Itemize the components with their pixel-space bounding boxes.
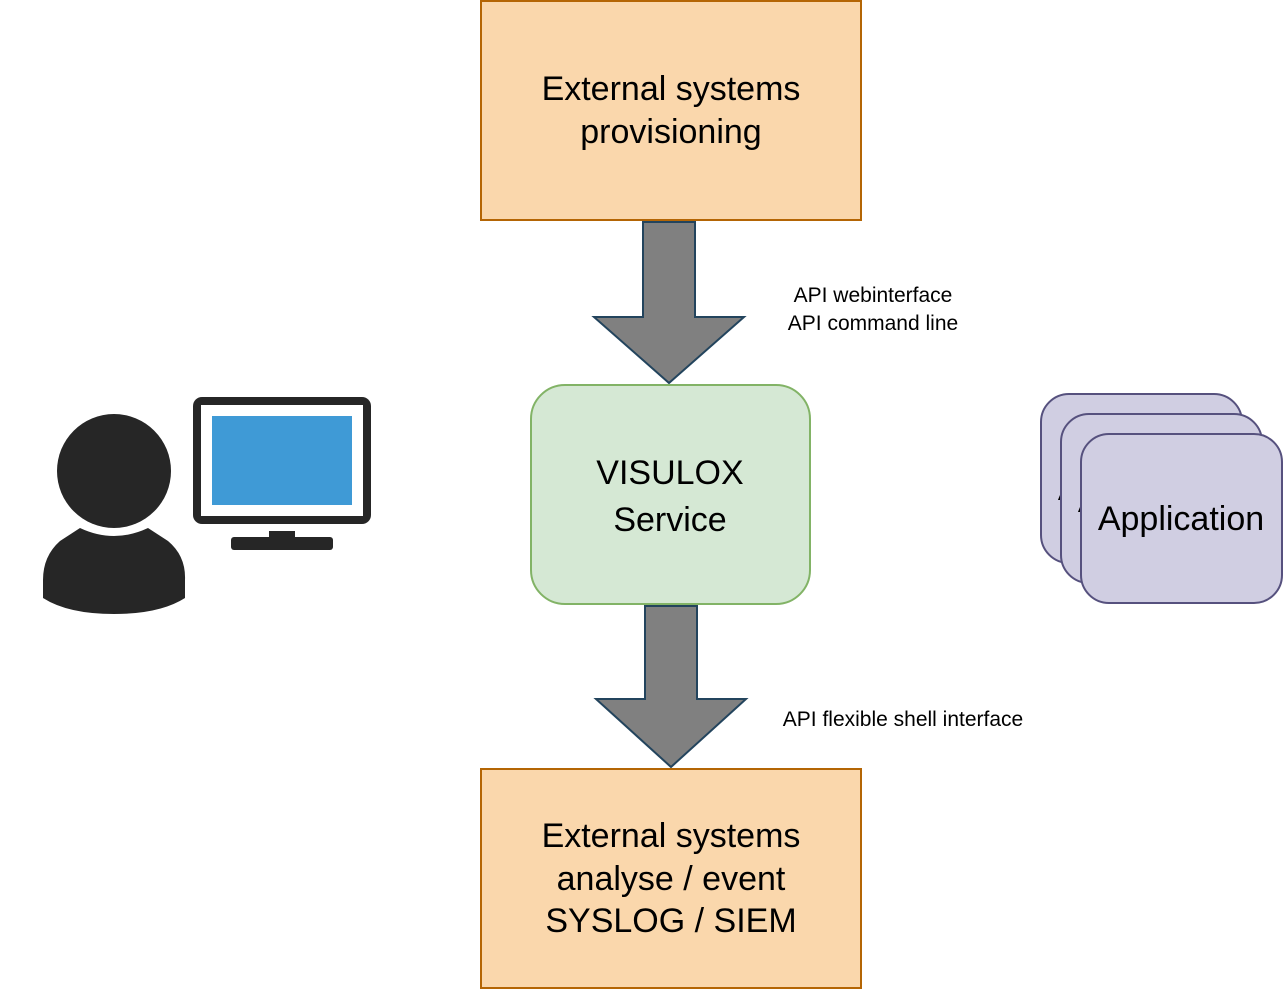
edge-label-api-command-line: API command line <box>788 312 958 335</box>
service-node[interactable]: VISULOX Service <box>530 384 811 605</box>
service-label-line-1: VISULOX <box>596 454 743 492</box>
edge-label-api-webinterface: API webinterface <box>794 284 953 307</box>
monitor-icon <box>193 397 371 550</box>
service-box <box>530 384 811 605</box>
analysis-node[interactable]: External systems analyse / event SYSLOG … <box>480 768 862 989</box>
provisioning-label-line-1: External systems <box>542 70 801 108</box>
edge-label-api-flexible-shell: API flexible shell interface <box>783 708 1023 731</box>
analysis-label-line-3: SYSLOG / SIEM <box>545 902 796 940</box>
provisioning-box <box>480 0 862 221</box>
provisioning-node[interactable]: External systems provisioning <box>480 0 862 221</box>
user-icon <box>43 414 186 614</box>
service-label-line-2: Service <box>613 501 726 539</box>
monitor-screen <box>212 416 352 505</box>
analysis-label-line-1: External systems <box>542 817 801 855</box>
applications-stack[interactable]: Application Application Application <box>1040 393 1283 604</box>
provisioning-label-line-2: provisioning <box>580 113 761 151</box>
application-card-front: Application <box>1080 433 1283 604</box>
user-at-computer-icon <box>43 397 371 614</box>
analysis-box <box>480 768 862 989</box>
down-arrow-icon <box>593 605 749 769</box>
application-label-front: Application <box>1098 500 1264 538</box>
analysis-label-line-2: analyse / event <box>557 860 786 898</box>
edge-service-to-analysis: API flexible shell interface <box>593 605 1023 769</box>
down-arrow-icon <box>591 221 747 385</box>
edge-provisioning-to-service: API webinterface API command line <box>591 221 958 385</box>
